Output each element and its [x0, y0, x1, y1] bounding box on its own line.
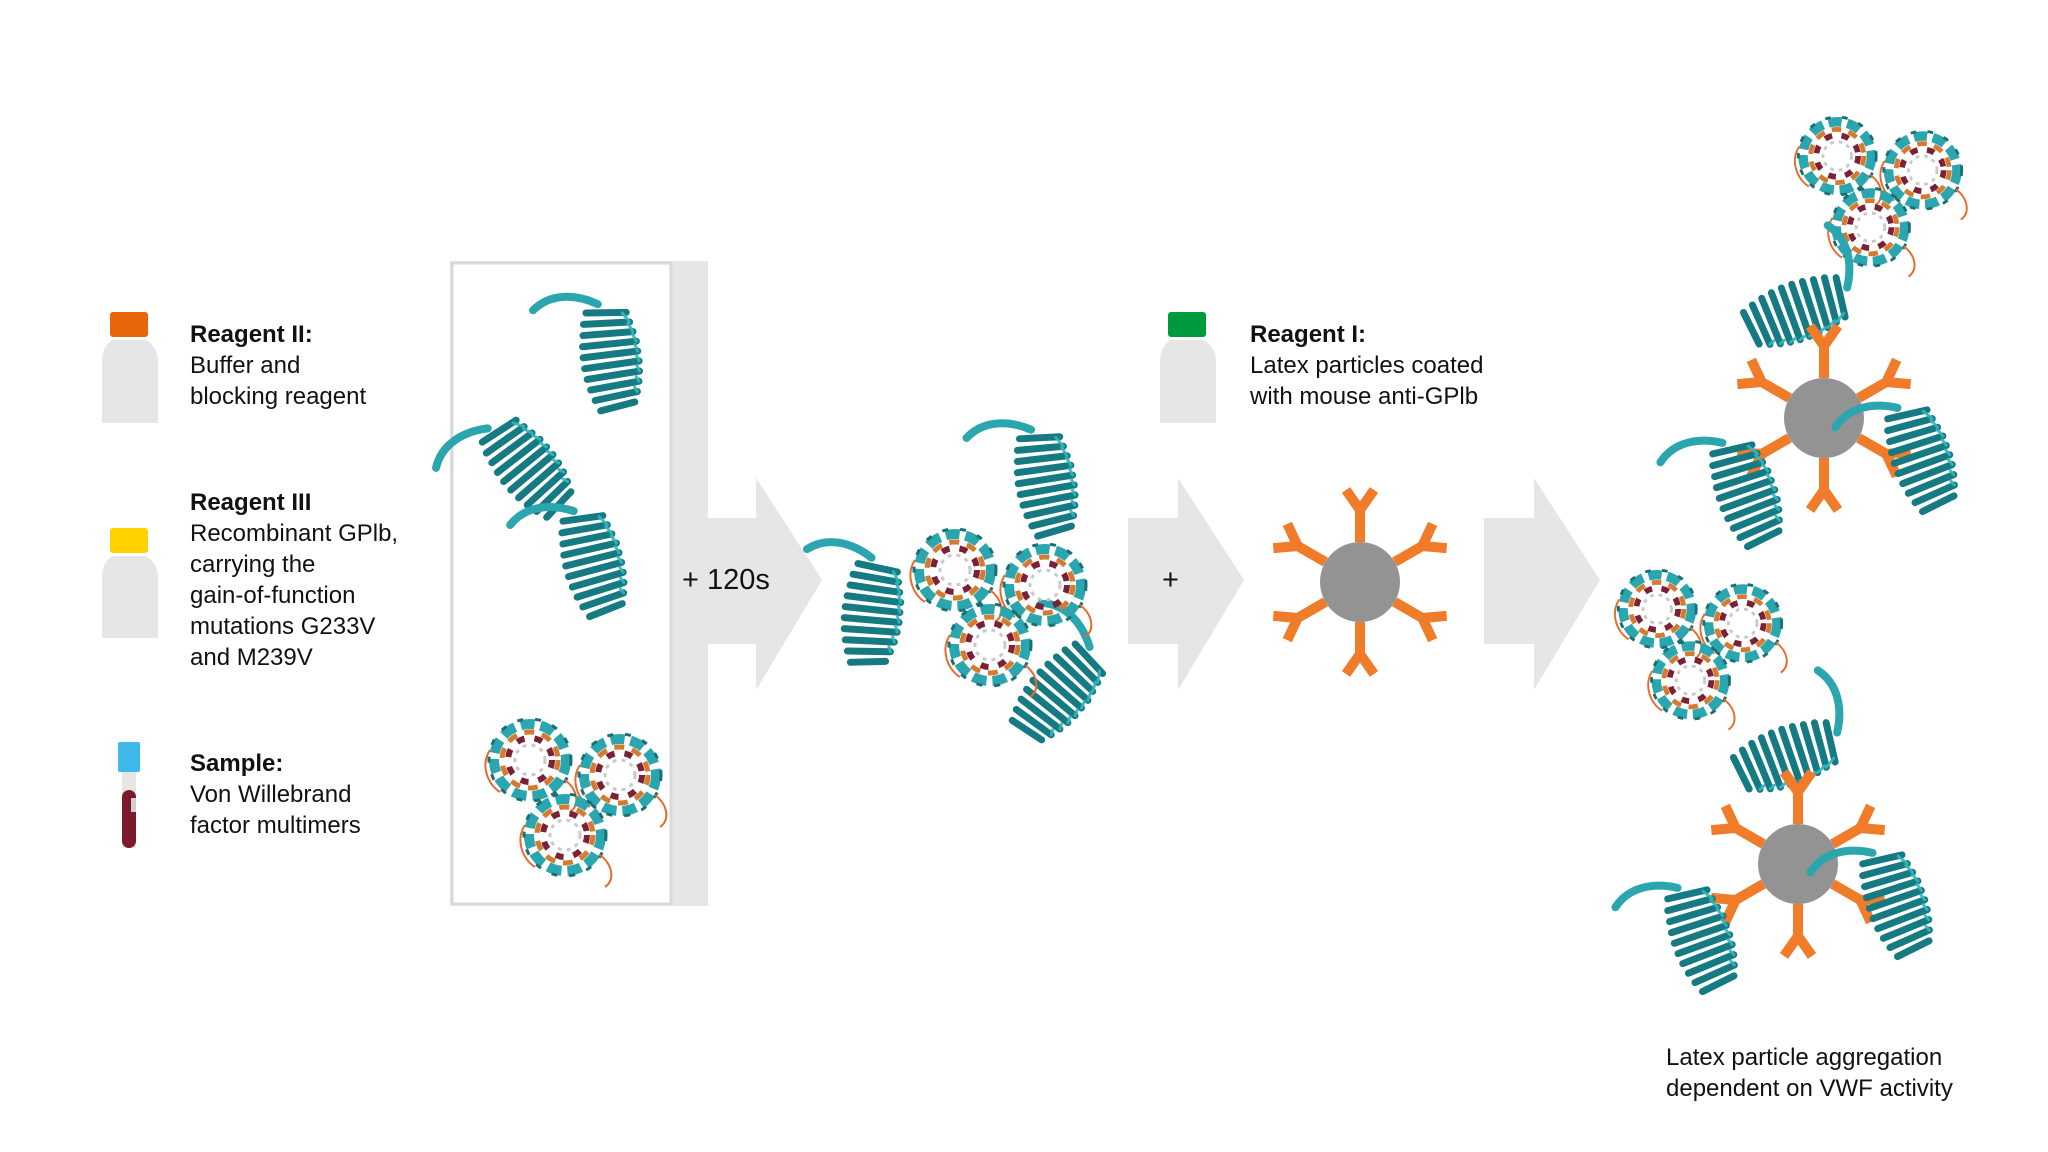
process-arrow-1 — [708, 476, 755, 480]
arrow-2 — [1128, 478, 1244, 690]
reagent-ii-title: Reagent II: — [190, 321, 313, 348]
gpib-vwf-complex — [798, 412, 1123, 749]
reagent-iii-label: Reagent III Recombinant GPlb, carrying t… — [190, 487, 450, 673]
arrow-3 — [1484, 478, 1600, 690]
step-1-label: + 120s — [682, 564, 770, 596]
reagent-i-label: Reagent I: Latex particles coated with m… — [1250, 319, 1570, 412]
arrow-1-head — [706, 478, 822, 690]
reagent-ii-label: Reagent II: Buffer and blocking reagent — [190, 319, 450, 412]
reagent-iii-title: Reagent III — [190, 489, 312, 516]
reagent-i-title: Reagent I: — [1250, 321, 1367, 348]
reagent-i-description: Latex particles coated with mouse anti-G… — [1250, 352, 1484, 410]
reagent-iii-bottle — [102, 528, 158, 638]
reagent-ii-description: Buffer and blocking reagent — [190, 352, 367, 410]
reagent-iii-description: Recombinant GPlb, carrying the gain-of-f… — [190, 520, 399, 671]
aggregation-result — [1612, 117, 1966, 1010]
step-2-label: + — [1162, 564, 1179, 596]
mixture-box — [430, 261, 708, 906]
sample-description: Von Willebrand factor multimers — [190, 781, 361, 839]
reagent-i-bottle — [1160, 312, 1216, 423]
sample-label: Sample: Von Willebrand factor multimers — [190, 748, 450, 841]
reagent-ii-bottle — [102, 312, 158, 423]
sample-tube — [118, 742, 140, 848]
latex-particle — [1273, 490, 1446, 674]
sample-title: Sample: — [190, 750, 284, 777]
result-caption: Latex particle aggregation dependent on … — [1666, 1044, 1953, 1102]
